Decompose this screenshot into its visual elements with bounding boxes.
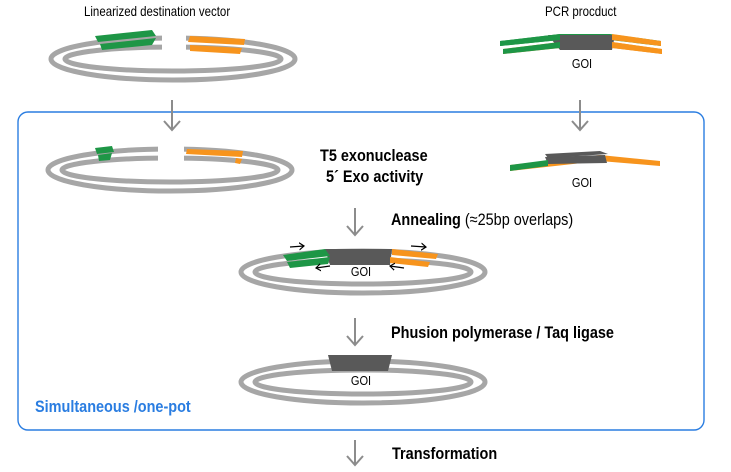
- transformation-label: Transformation: [392, 444, 498, 463]
- one-pot-label: Simultaneous /one-pot: [35, 397, 191, 416]
- polymerase-label: Phusion polymerase / Taq ligase: [391, 323, 614, 342]
- goi-label-2: GOI: [571, 175, 593, 190]
- pcr-product: [500, 34, 662, 54]
- goi-label-1: GOI: [571, 56, 593, 71]
- down-arrow-3: [346, 208, 364, 237]
- down-arrow-2: [571, 100, 589, 132]
- pcr-label: PCR procduct: [545, 3, 617, 19]
- t5-label-line2: 5´ Exo activity: [326, 167, 424, 186]
- vector-orange-end: [188, 36, 245, 45]
- down-arrow-1: [163, 100, 181, 132]
- chewed-vector: [45, 145, 295, 194]
- down-arrow-5: [346, 440, 364, 467]
- goi-label-3: GOI: [350, 264, 372, 279]
- vector-green-end: [95, 30, 156, 42]
- linearized-vector: [48, 30, 298, 83]
- one-pot-box: [17, 111, 705, 431]
- t5-label-line1: T5 exonuclease: [320, 146, 428, 165]
- annealed-construct: [238, 246, 488, 296]
- goi-label-4: GOI: [350, 373, 372, 388]
- down-arrow-4: [346, 318, 364, 347]
- annealing-overlap: (≈25bp overlaps): [464, 210, 574, 229]
- pcr-goi-segment: [548, 35, 615, 50]
- vector-label: Linearized destination vector: [84, 3, 231, 19]
- annealing-label: Annealing (≈25bp overlaps): [391, 210, 573, 230]
- annealing-bold: Annealing: [391, 210, 461, 229]
- final-plasmid: [238, 355, 488, 406]
- chewed-pcr-product: [510, 151, 660, 171]
